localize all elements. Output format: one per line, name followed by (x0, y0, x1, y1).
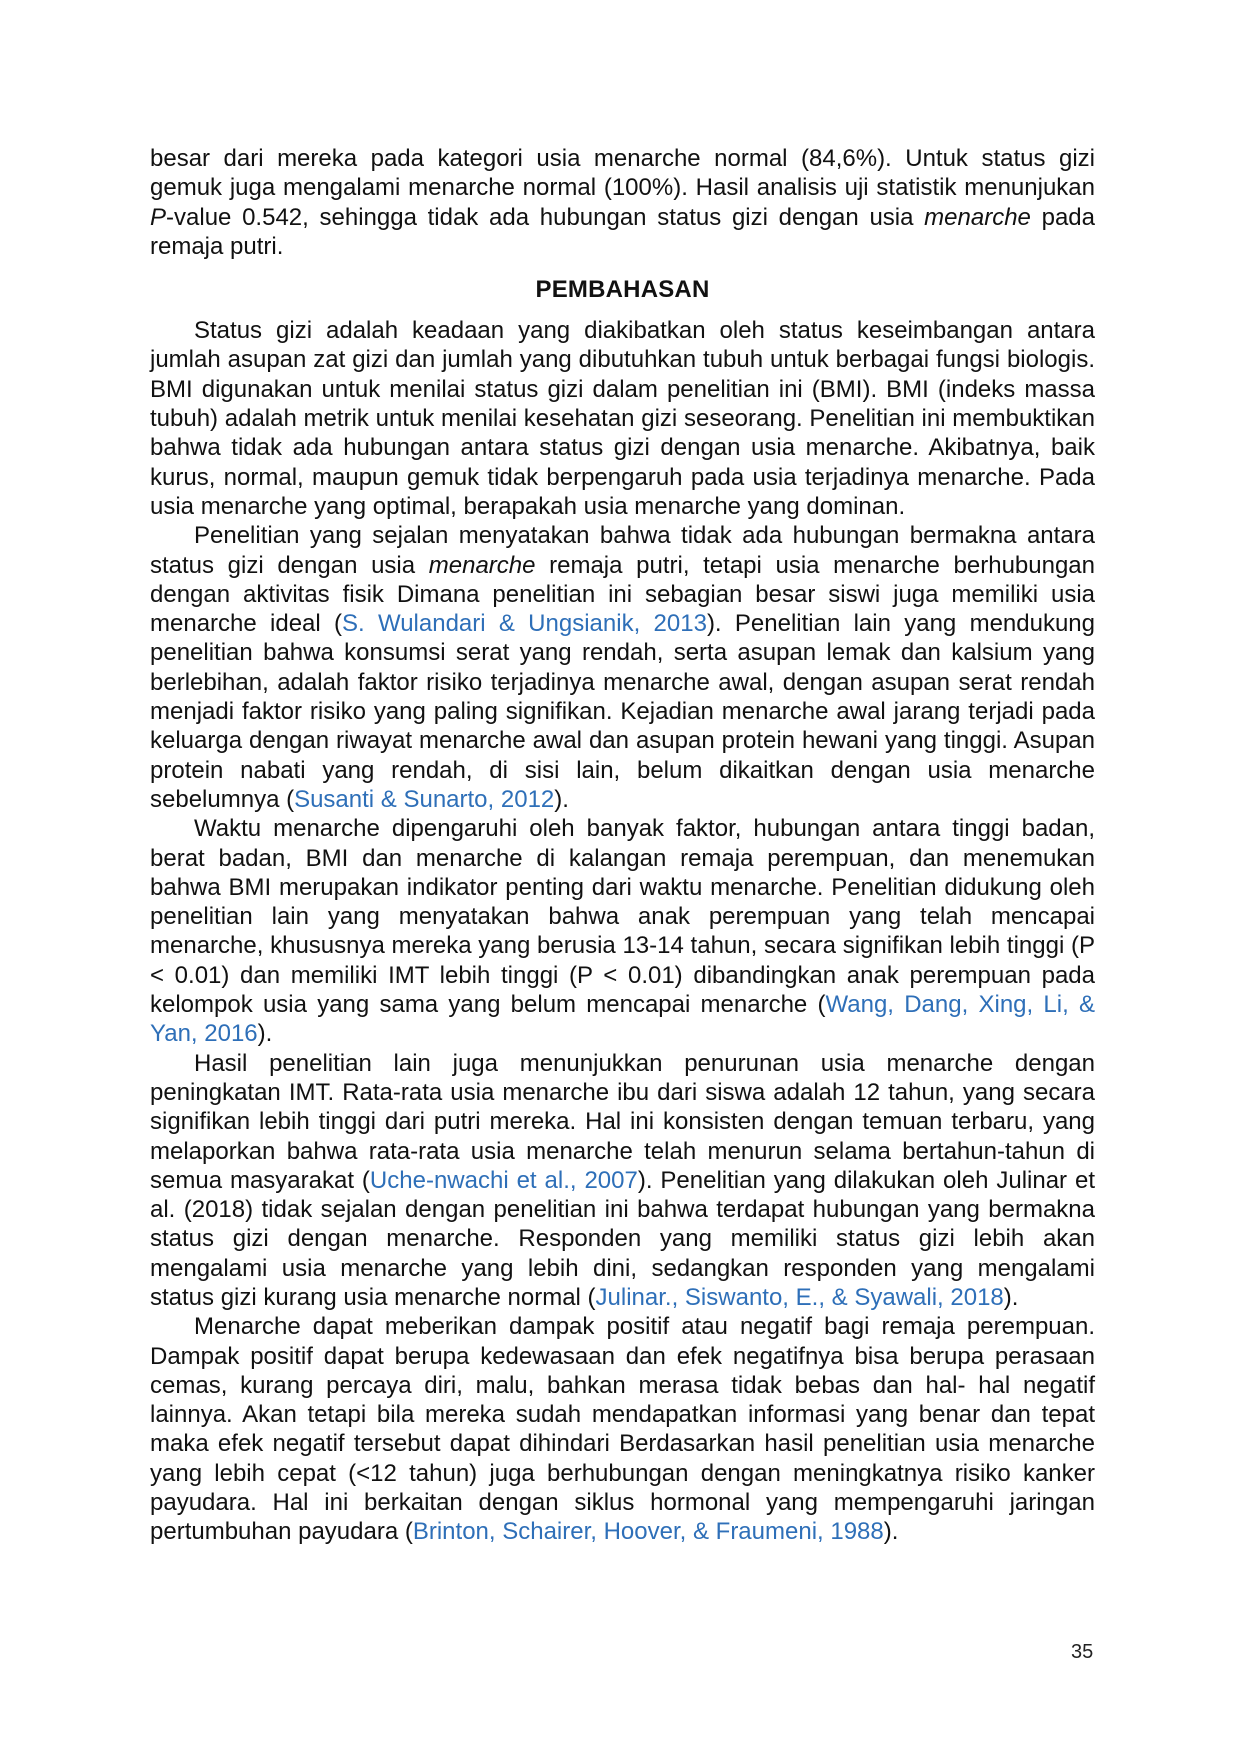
page-number: 35 (1071, 1641, 1094, 1663)
paragraph-dampak-menarche: Menarche dapat meberikan dampak positif … (150, 1312, 1095, 1546)
paragraph-results-end: besar dari mereka pada kategori usia men… (150, 144, 1095, 261)
text-run: besar dari mereka pada kategori usia men… (150, 145, 1095, 202)
text-run: -value 0.542, sehingga tidak ada hubunga… (166, 203, 925, 231)
text-run: remaja putri, tetapi usia menarche berhu… (150, 551, 1096, 638)
italic-run: menarche (428, 551, 536, 579)
page-body: besar dari mereka pada kategori usia men… (150, 144, 1095, 1547)
section-heading: PEMBAHASAN (535, 276, 710, 304)
citation-link[interactable]: Susanti & Sunarto, 2012 (294, 785, 555, 813)
citation-link[interactable]: Wang, Dang, Xing, Li, & Yan, 2016 (150, 991, 1095, 1048)
text-run: ). (554, 785, 569, 813)
citation-link[interactable]: Julinar., Siswanto, E., & Syawali, 2018 (595, 1283, 1004, 1311)
paragraph-penelitian-sejalan: Penelitian yang sejalan menyatakan bahwa… (150, 521, 1095, 814)
text-run: Status gizi adalah keadaan yang diakibat… (150, 317, 1095, 520)
text-run: Penelitian yang sejalan menyatakan bahwa… (150, 522, 1095, 579)
citation-link[interactable]: S. Wulandari & Ungsianik, 2013 (342, 610, 707, 638)
paragraph-waktu-menarche: Waktu menarche dipengaruhi oleh banyak f… (150, 814, 1095, 1048)
text-run: Menarche dapat meberikan dampak positif … (150, 1313, 1095, 1546)
citation-link[interactable]: Brinton, Schairer, Hoover, & Fraumeni, 1… (412, 1518, 884, 1546)
citation-link[interactable]: Uche-nwachi et al., 2007 (369, 1166, 638, 1194)
paragraph-hasil-penelitian: Hasil penelitian lain juga menunjukkan p… (150, 1049, 1095, 1313)
text-run: Hasil penelitian lain juga menunjukkan p… (150, 1049, 1095, 1194)
text-run: ). (257, 1020, 273, 1048)
italic-run: P (150, 203, 167, 231)
paragraph-status-gizi: Status gizi adalah keadaan yang diakibat… (150, 316, 1095, 521)
text-run: ). Penelitian lain yang mendukung peneli… (150, 610, 1096, 813)
text-run: ). (883, 1518, 899, 1546)
text-run: pada remaja putri. (150, 203, 1095, 260)
text-run: Waktu menarche dipengaruhi oleh banyak f… (150, 815, 1095, 1019)
italic-run: menarche (924, 203, 1031, 231)
text-run: ). Penelitian yang dilakukan oleh Julina… (150, 1166, 1095, 1311)
text-run: ). (1003, 1283, 1019, 1311)
